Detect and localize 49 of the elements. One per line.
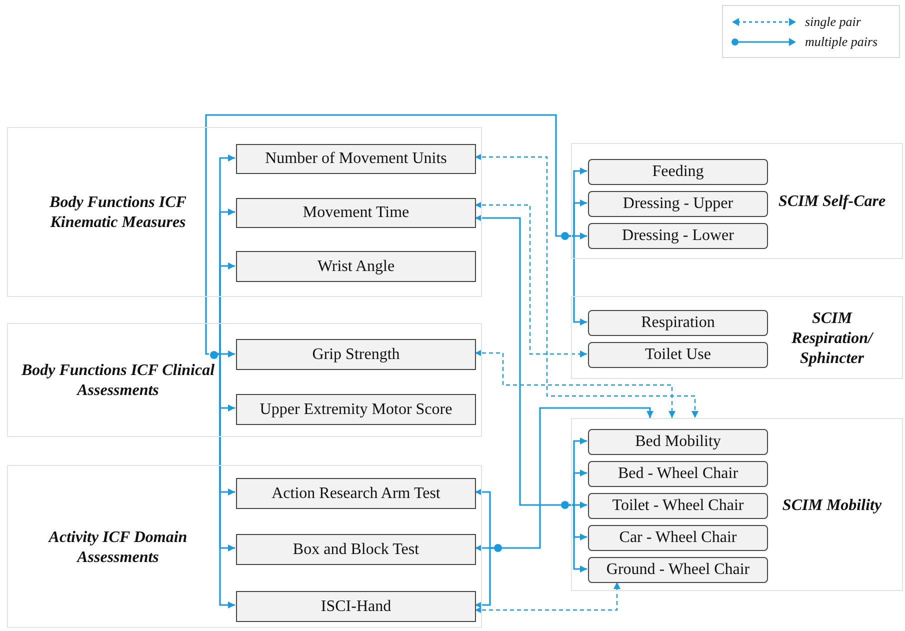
group-panel (7, 465, 482, 628)
measure-box: Respiration (588, 310, 768, 336)
connector-line (205, 114, 562, 355)
measure-box: Grip Strength (236, 339, 476, 370)
measure-box: ISCI-Hand (236, 591, 476, 622)
arrow (502, 407, 654, 549)
measure-box: Car - Wheel Chair (588, 525, 768, 551)
group-panel (571, 143, 903, 259)
junction-dot (210, 351, 218, 359)
measure-box: Toilet Use (588, 342, 768, 368)
measure-box: Dressing - Upper (588, 191, 768, 217)
measure-box: Feeding (588, 159, 768, 185)
arrow (217, 262, 235, 355)
group-title: SCIM Self-Care (777, 192, 887, 212)
arrow (475, 214, 561, 506)
measure-box: Ground - Wheel Chair (588, 557, 768, 583)
arrow (217, 353, 235, 608)
arrow (475, 547, 494, 608)
measure-box: Bed - Wheel Chair (588, 461, 768, 487)
legend-text: multiple pairs (805, 34, 878, 50)
group-title: Activity ICF Domain Assessments (47, 528, 188, 568)
measure-box: Upper Extremity Motor Score (236, 394, 476, 425)
dashed-arrow (475, 154, 698, 418)
group-title: Body Functions ICF Kinematic Measures (48, 193, 188, 233)
measure-box: Number of Movement Units (236, 144, 476, 174)
junction-dot (494, 544, 502, 552)
arrow (569, 504, 587, 572)
group-title: Body Functions ICF Clinical Assessments (20, 361, 216, 401)
dashed-arrow (475, 350, 676, 418)
junction-dot (561, 501, 569, 509)
group-title: SCIM Mobility (781, 496, 883, 516)
measure-box: Movement Time (236, 198, 476, 228)
measure-box: Wrist Angle (236, 251, 476, 282)
arrow (475, 488, 494, 549)
measure-box: Box and Block Test (236, 534, 476, 565)
group-panel (7, 323, 482, 437)
arrow (569, 235, 587, 326)
measure-box: Action Research Arm Test (236, 478, 476, 509)
dashed-arrow (475, 582, 620, 614)
measure-box: Dressing - Lower (588, 223, 768, 249)
measure-box: Bed Mobility (588, 429, 768, 455)
junction-dot (561, 232, 569, 240)
group-panel (571, 296, 903, 379)
dashed-arrow (475, 202, 587, 358)
group-title: SCIM Respiration/ Sphincter (790, 308, 874, 368)
group-panel (571, 418, 903, 591)
legend-text: single pair (805, 14, 861, 30)
measure-box: Toilet - Wheel Chair (588, 493, 768, 519)
group-panel (7, 127, 482, 297)
